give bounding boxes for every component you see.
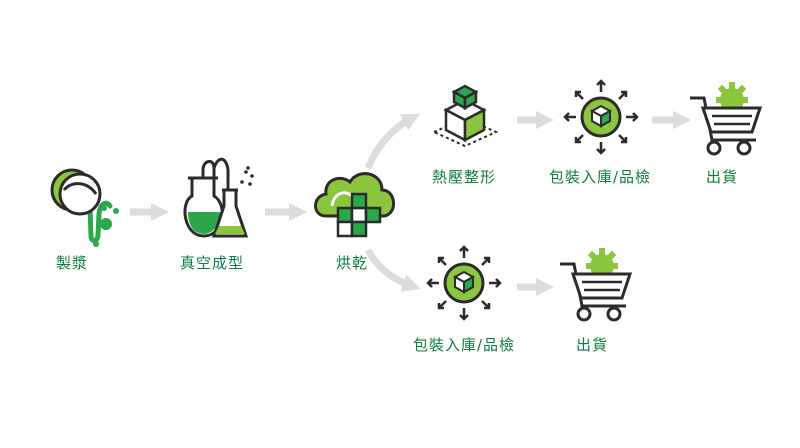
step-pack-top-label: 包裝入庫/品檢 bbox=[548, 168, 652, 186]
step-vacuum-label: 真空成型 bbox=[179, 254, 245, 272]
step-slurry-label: 製漿 bbox=[55, 254, 89, 272]
arrow-drying-to-pack-bottom bbox=[364, 248, 421, 292]
shopping-cart-icon bbox=[560, 248, 633, 322]
cloud-boxes-icon bbox=[314, 172, 395, 238]
step-drying-label: 烘乾 bbox=[335, 254, 369, 272]
box-distribution-icon bbox=[563, 79, 639, 155]
shopping-cart-icon bbox=[690, 82, 763, 156]
box-distribution-icon bbox=[426, 245, 502, 321]
pressed-blocks-icon bbox=[431, 84, 499, 148]
pouring-liquid-icon bbox=[50, 168, 119, 247]
lab-flask-icon bbox=[183, 157, 254, 238]
step-ship-top-label: 出貨 bbox=[705, 168, 739, 186]
step-hotpress-label: 熱壓整形 bbox=[431, 168, 497, 186]
step-ship-bottom-label: 出貨 bbox=[575, 336, 609, 354]
arrow-drying-to-hotpress bbox=[364, 113, 421, 170]
step-pack-bottom-label: 包裝入庫/品檢 bbox=[412, 336, 516, 354]
